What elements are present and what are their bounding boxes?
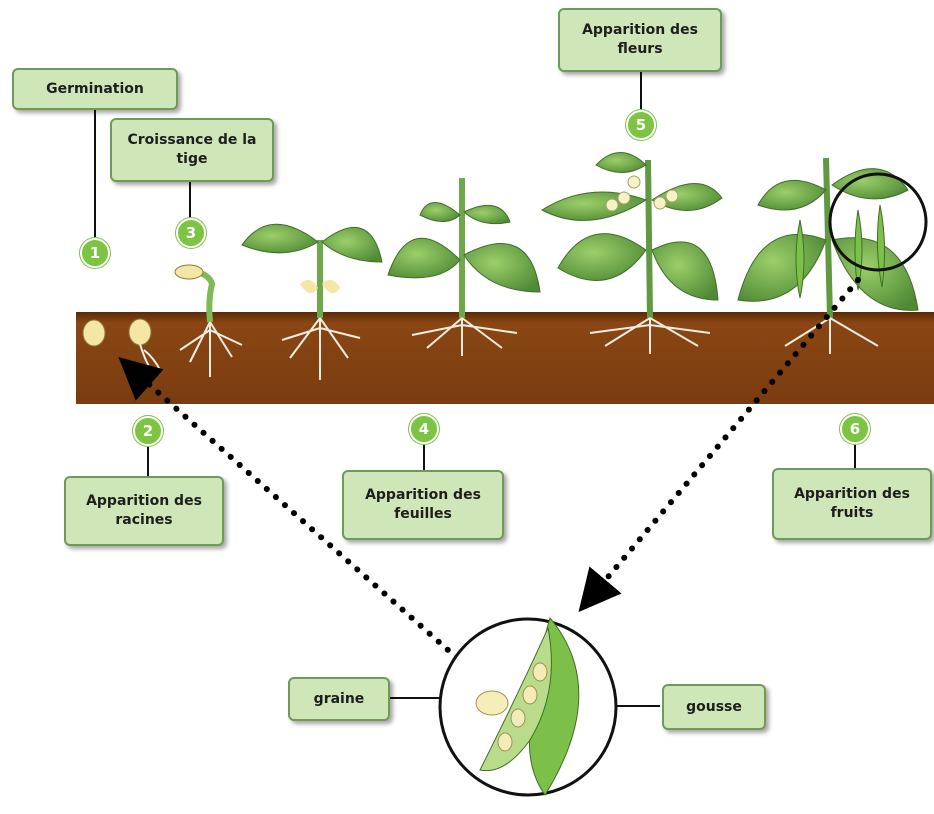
stage-5-label: Apparition des fleurs xyxy=(558,8,722,72)
seedling-illustration xyxy=(174,264,243,377)
stage-number-badge: 6 xyxy=(840,414,870,444)
stage-2-label: Apparition des racines xyxy=(64,476,224,546)
pod-label: gousse xyxy=(662,684,766,730)
stage-4-label: Apparition des feuilles xyxy=(342,470,504,540)
stage-number-badge: 4 xyxy=(409,414,439,444)
flowering-plant-illustration xyxy=(540,152,723,354)
pod-detail-illustration xyxy=(438,616,618,797)
dotted-arrow-fruit-to-pod xyxy=(578,277,861,613)
young-plant-illustration xyxy=(241,223,383,380)
stage-1-label: Germination xyxy=(12,68,178,110)
stage-6-label: Apparition des fruits xyxy=(772,468,932,540)
stage-3-label: Croissance de la tige xyxy=(110,118,274,182)
dotted-arrow-seed-to-germination xyxy=(118,357,496,693)
fruit-highlight-circle xyxy=(828,172,928,272)
stage-number-badge: 3 xyxy=(176,218,206,248)
seed-label: graine xyxy=(288,677,390,721)
stage-number-badge: 1 xyxy=(80,238,110,268)
soil-band xyxy=(76,312,934,404)
stage-number-badge: 2 xyxy=(133,416,163,446)
leafy-plant-illustration xyxy=(387,178,541,356)
stage-number-badge: 5 xyxy=(626,110,656,140)
seed-germinating-illustration xyxy=(82,318,161,375)
